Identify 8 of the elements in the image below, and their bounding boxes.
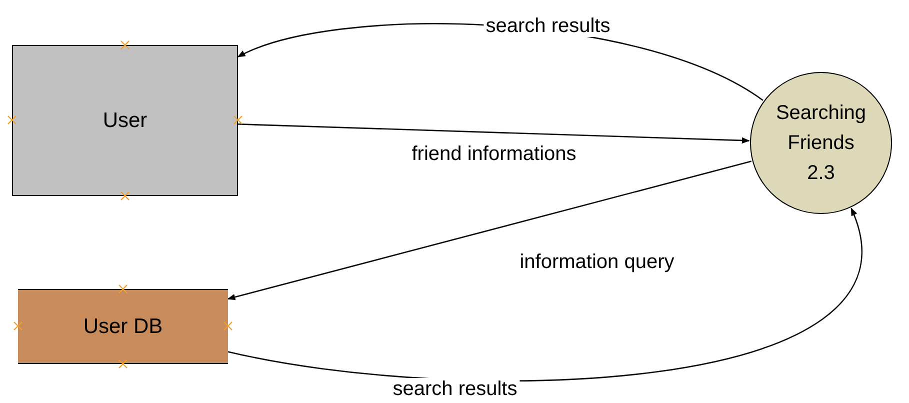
node-label: User <box>102 108 148 134</box>
node-label: User DB <box>83 314 163 340</box>
arrow <box>227 160 752 300</box>
edge-label: search results <box>484 15 612 37</box>
entity-box <box>12 45 238 196</box>
node-label: Searching Friends 2.3 <box>774 101 868 186</box>
data-store-box <box>18 289 228 364</box>
arrow <box>238 124 750 144</box>
